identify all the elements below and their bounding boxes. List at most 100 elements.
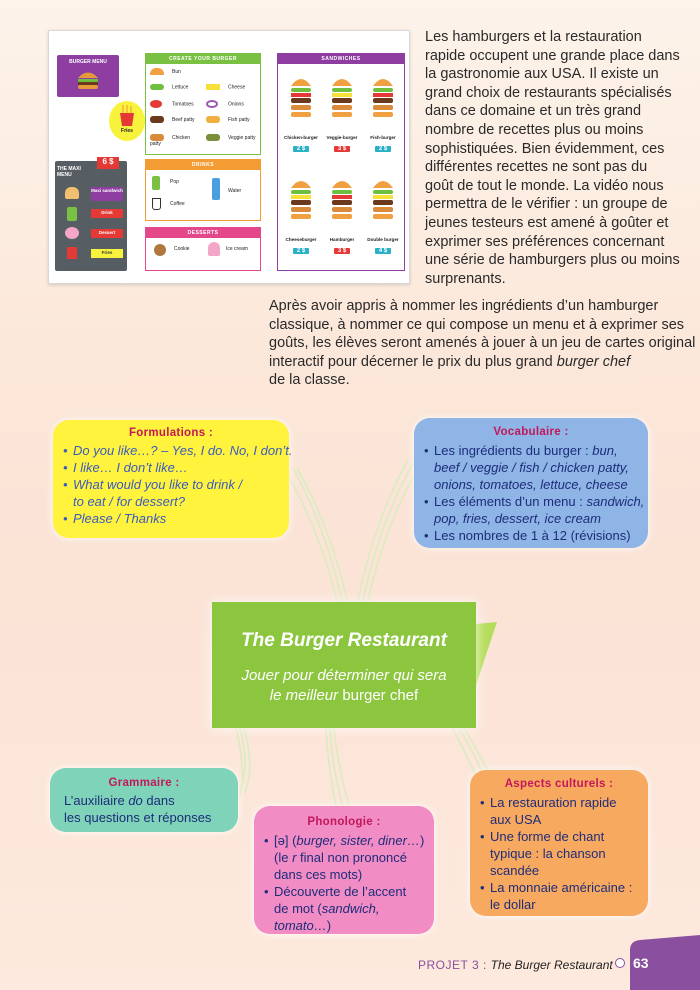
drink-coffee: Coffee — [170, 201, 185, 207]
formulations-item-cont: to eat / for dessert? — [73, 494, 186, 509]
phonologie-title: Phonologie : — [307, 816, 381, 828]
vocabulaire-item-cont: onions, tomatoes, lettuce, cheese — [434, 477, 628, 492]
sandwich-price: 4 $ — [375, 248, 391, 254]
vocabulaire-title: Vocabulaire : — [493, 426, 569, 438]
sandwich-name: Cheeseburger — [285, 237, 317, 242]
sandwich-burger-icon — [332, 181, 352, 219]
water-icon — [212, 178, 220, 200]
coffee-icon — [152, 198, 161, 210]
maxi-fries-icon — [67, 247, 77, 259]
sandwich-price: 3 $ — [334, 146, 350, 152]
phonologie-list: [ə] (burger, sister, diner…) (le r final… — [264, 832, 424, 934]
grammaire-text: L’auxiliaire do dans les questions et ré… — [64, 793, 212, 825]
culturels-bubble: Aspects culturels : La restauration rapi… — [470, 770, 648, 916]
maxi-item-fries: Fries — [91, 249, 123, 258]
maxi-item-drink: Drink — [91, 209, 123, 218]
menu-illustration: Burger menu Fries 6 $ The Maxi Menu Maxi… — [48, 30, 410, 284]
maxi-menu-panel: 6 $ The Maxi Menu Maxi sandwich Drink De… — [55, 157, 127, 271]
center-box: The Burger Restaurant Jouer pour détermi… — [212, 602, 476, 728]
sandwich-name: Fish-burger — [370, 135, 396, 140]
second-paragraph: Après avoir appris à nommer les ingrédie… — [269, 297, 696, 390]
second-paragraph-line: goûts, les élèves seront amenés à jouer … — [269, 335, 696, 352]
drink-pop: Pop — [170, 179, 179, 185]
ingredient-tomatoes: Tomatoes — [150, 100, 194, 108]
page-number: 63 — [633, 955, 649, 971]
formulations-item: Do you like…? – Yes, I do. No, I don’t. — [63, 442, 292, 459]
vocabulaire-item: Les nombres de 1 à 12 (révisions) — [424, 527, 644, 544]
formulations-item: Please / Thanks — [63, 510, 292, 527]
sandwich-item: Double burger 4 $ — [364, 170, 402, 268]
second-paragraph-line: de la classe. — [269, 372, 350, 389]
intro-line: Les hamburgers et la restauration — [425, 29, 642, 45]
maxi-drink-icon — [67, 207, 77, 221]
vocabulaire-bubble: Vocabulaire : Les ingrédients du burger … — [414, 418, 648, 548]
culturels-item-cont: le dollar — [490, 897, 536, 912]
intro-line: exprimer ses préférences concernant — [425, 233, 665, 250]
vocabulaire-item: Les éléments d’un menu : sandwich, — [424, 493, 644, 510]
formulations-bubble: Formulations : Do you like…? – Yes, I do… — [53, 420, 292, 538]
ingredient-fish: Fish patty — [206, 116, 260, 123]
formulations-title: Formulations : — [128, 427, 214, 439]
maxi-dessert-icon — [65, 227, 79, 239]
culturels-item: La monnaie américaine : — [480, 879, 632, 896]
maxi-item-sandwich: Maxi sandwich — [91, 187, 123, 201]
phonologie-item: Découverte de l’accent — [264, 883, 424, 900]
dessert-cookie: Cookie — [174, 246, 190, 252]
formulations-item: I like… I don’t like… — [63, 459, 292, 476]
sandwiches-title: Sandwiches — [278, 54, 404, 64]
sandwich-burger-icon — [332, 79, 352, 117]
phonologie-item: [ə] (burger, sister, diner…) — [264, 832, 424, 849]
ingredient-chicken: Chicken patty — [150, 134, 191, 147]
burger-icon — [78, 72, 98, 89]
drinks-panel: Drinks Pop Coffee Water — [145, 159, 261, 221]
sandwich-price: 2 $ — [293, 248, 309, 254]
intro-line: une série de hamburgers plus ou moins — [425, 252, 680, 269]
pop-icon — [152, 176, 160, 190]
cookie-icon — [154, 244, 166, 256]
ingredient-veggie: Veggie patty — [206, 134, 260, 141]
sandwich-price: 3 $ — [334, 248, 350, 254]
sandwich-name: Chicken-burger — [284, 135, 318, 140]
ingredient-cheese: Cheese — [206, 84, 245, 90]
intro-line: goût de tout le monde. La vidéo nous — [425, 177, 664, 194]
formulations-list: Do you like…? – Yes, I do. No, I don’t.I… — [63, 442, 292, 527]
culturels-item: La restauration rapide — [480, 794, 632, 811]
desserts-panel: Desserts Cookie Ice cream — [145, 227, 261, 271]
fries-bubble: Fries — [109, 101, 145, 141]
center-subtitle: Jouer pour déterminer qui sera le meille… — [241, 667, 447, 704]
ingredient-beef: Beef patty — [150, 116, 200, 123]
vocabulaire-item-cont: pop, fries, dessert, ice cream — [434, 511, 601, 526]
sandwich-item: Cheeseburger 2 $ — [282, 170, 320, 268]
sandwich-burger-icon — [291, 181, 311, 219]
culturels-item-cont: aux USA — [490, 812, 542, 827]
footer-dot — [615, 958, 625, 968]
ingredient-bun: Bun — [150, 68, 181, 75]
icecream-icon — [208, 242, 220, 256]
vocabulaire-item: Les ingrédients du burger : bun, — [424, 442, 644, 459]
intro-line: permettra de le vérifier : un groupe de — [425, 196, 668, 213]
intro-line: nombre de recettes plus ou moins — [425, 121, 644, 138]
intro-line: jeunes testeurs est amené à goûter et — [425, 214, 669, 231]
maxi-burger-icon — [65, 187, 79, 199]
footer-tab — [630, 935, 700, 990]
sandwich-name: Veggie-burger — [326, 135, 358, 140]
grammaire-bubble: Grammaire : L’auxiliaire do dans les que… — [50, 768, 238, 832]
sandwich-name: Double burger — [367, 237, 399, 242]
sandwich-burger-icon — [291, 79, 311, 117]
sandwiches-panel: Sandwiches Chicken-burger 2 $ Veggie-burg… — [277, 53, 405, 271]
sandwich-burger-icon — [373, 79, 393, 117]
fries-icon — [120, 105, 134, 126]
culturels-title: Aspects culturels : — [504, 778, 614, 790]
sandwich-price: 2 $ — [375, 146, 391, 152]
center-title: The Burger Restaurant — [241, 630, 447, 651]
burger-menu-panel: Burger menu — [57, 55, 119, 97]
intro-line: grand choix de restaurants spécialisés — [425, 84, 672, 101]
culturels-item-cont: typique : la chanson — [490, 846, 606, 861]
burger-menu-label: Burger menu — [69, 59, 107, 65]
sandwich-burger-icon — [373, 181, 393, 219]
maxi-price: 6 $ — [97, 157, 119, 169]
fries-label: Fries — [121, 128, 133, 134]
